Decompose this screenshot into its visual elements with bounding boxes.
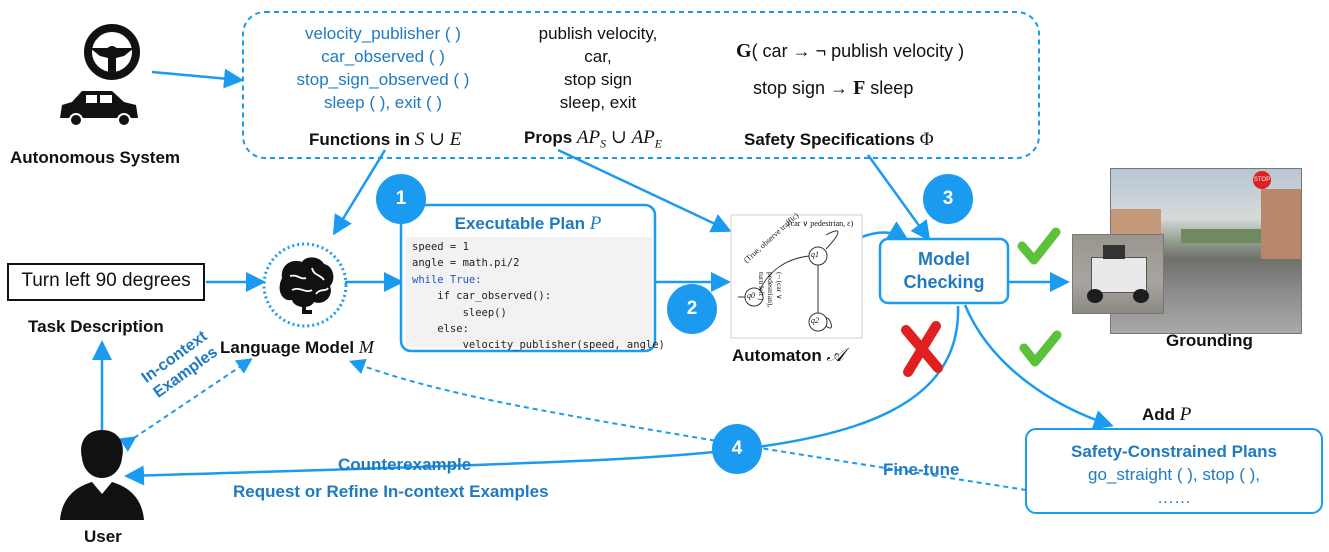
task-box-text: Turn left 90 degrees [21, 270, 191, 291]
car-icon [60, 91, 138, 127]
prop-item: stop sign [563, 70, 633, 89]
function-item: sleep ( ), exit ( ) [323, 93, 443, 112]
fine-tune-label: Fine-tune [883, 460, 960, 479]
code-line: angle = math.pi/2 [412, 257, 520, 270]
arrow-safety-to-checking [866, 154, 931, 242]
arrow-system-to-container [151, 68, 244, 89]
safety-plans-title: Safety-Constrained Plans [1071, 442, 1277, 461]
specification-container [242, 11, 1040, 159]
automaton-edge-self: (car ∨ pedestrian, ε) [788, 219, 854, 228]
function-item: stop_sign_observed ( ) [296, 70, 470, 89]
counterexample-label: Counterexample [338, 455, 472, 474]
automaton-state-q0: q0 [747, 291, 755, 300]
safety-spec-line-1: G( car → ¬ publish velocity ) [736, 40, 965, 62]
safety-plans-line: go_straight ( ), stop ( ), [1088, 465, 1260, 484]
check-mark-icon [1017, 227, 1061, 265]
arrow-checking-to-plans [963, 304, 1114, 430]
prop-item: publish velocity, [538, 24, 658, 43]
grounding-label: Grounding [1166, 331, 1253, 350]
functions-caption: Functions in S ∪ E [309, 129, 462, 150]
plan-code: speed = 1 angle = math.pi/2 while True: … [406, 237, 665, 351]
code-line: sleep() [412, 306, 507, 319]
brain-icon [279, 257, 334, 314]
function-item: car_observed ( ) [321, 47, 445, 66]
automaton-card [730, 214, 863, 339]
automaton-state-q1: q1 [811, 250, 819, 259]
grounding-robot-photo [1072, 234, 1164, 314]
step-badge-3: 3 [923, 174, 973, 224]
step-badge-2: 2 [667, 284, 717, 334]
task-description-label: Task Description [28, 317, 164, 336]
user-icon [60, 430, 144, 520]
props-caption: Props APS ∪ APE [524, 127, 663, 151]
plan-title: Executable Plan P [454, 213, 602, 234]
steering-wheel-icon [84, 24, 140, 80]
automaton-label: Automaton 𝒜 [732, 345, 845, 366]
code-line: speed = 1 [412, 241, 469, 253]
safety-plans-content: Safety-Constrained Plans go_straight ( )… [1026, 440, 1322, 509]
function-item: velocity_publisher ( ) [305, 24, 461, 43]
safety-spec-line-2: stop sign → F sleep [753, 77, 914, 99]
robot-icon [1091, 257, 1147, 293]
code-line: velocity_publisher(speed, angle) [412, 339, 665, 352]
arrow-finetune-to-lm [349, 359, 1027, 491]
safety-plans-box [1025, 428, 1323, 514]
safety-caption: Safety Specifications Φ [744, 129, 934, 150]
automaton-state-q2: q2 [811, 316, 819, 325]
function-list: velocity_publisher ( ) car_observed ( ) … [268, 22, 498, 114]
model-checking-label: Model Checking [903, 249, 985, 292]
add-p-label: Add P [1142, 404, 1192, 425]
code-line: if car_observed(): [412, 290, 552, 303]
code-line: else: [412, 323, 469, 336]
arrow-counterexample-to-user [124, 305, 960, 486]
model-checking-box [878, 237, 1010, 305]
autonomous-system-label: Autonomous System [10, 148, 181, 167]
arrow-functions-to-lm [332, 149, 387, 236]
user-label: User [84, 527, 122, 546]
safety-plans-line: …… [1157, 488, 1191, 507]
automaton-graph [738, 230, 839, 332]
request-label: Request or Refine In-context Examples [233, 482, 549, 501]
step-badge-4: 4 [712, 424, 762, 474]
automaton-edge-q1-q2: (¬ (car ∨ pedestrian), turn left ) [757, 272, 784, 308]
code-line: while True: [412, 273, 482, 286]
language-model-label: Language Model M [220, 337, 374, 357]
step-badge-1: 1 [376, 174, 426, 224]
prop-item: car, [584, 47, 612, 66]
prop-list: publish velocity, car, stop sign sleep, … [508, 22, 688, 114]
check-mark-icon [1019, 330, 1062, 367]
arrow-props-to-automaton [557, 148, 732, 233]
arrow-automaton-to-checking [861, 221, 909, 241]
stop-sign-icon: STOP [1253, 171, 1271, 189]
task-box [7, 263, 205, 301]
prop-item: sleep, exit [559, 93, 637, 112]
cross-mark-icon [901, 321, 943, 377]
language-model-ring [262, 242, 348, 328]
